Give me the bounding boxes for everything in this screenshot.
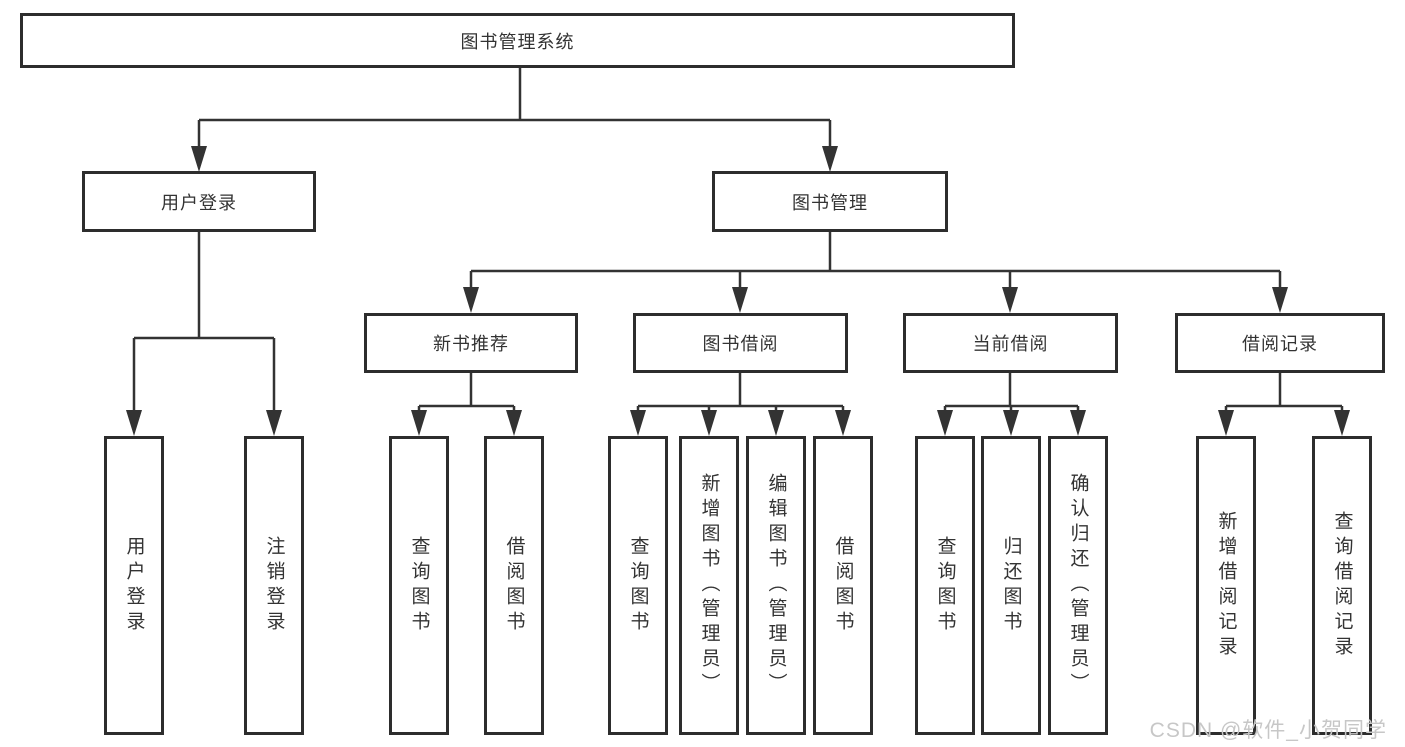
leaf-label: 新增图书（管理员）	[698, 473, 720, 698]
node-label: 新书推荐	[433, 334, 509, 354]
leaf-add-books-admin: 新增图书（管理员）	[679, 436, 739, 735]
leaf-logout: 注销登录	[244, 436, 304, 735]
connector-root-to-level2	[197, 68, 832, 162]
leaf-query-borrow-record: 查询借阅记录	[1312, 436, 1372, 735]
leaf-label: 查询借阅记录	[1331, 510, 1353, 661]
leaf-label: 确认归还（管理员）	[1067, 473, 1089, 698]
arrowheads-current-leaves	[937, 410, 1086, 436]
connector-recommend-to-leaves	[417, 373, 516, 426]
node-label: 用户登录	[161, 192, 237, 213]
node-label: 图书借阅	[702, 334, 779, 354]
node-label: 图书管理系统	[460, 31, 575, 52]
arrowheads-login-leaves	[126, 410, 282, 436]
node-user-login: 用户登录	[82, 171, 316, 232]
node-label: 图书管理	[792, 192, 868, 213]
arrowheads-level2	[191, 146, 838, 172]
connector-borrow-to-leaves	[636, 373, 845, 426]
node-label: 借阅记录	[1242, 334, 1318, 354]
leaf-query-books-borrow: 查询图书	[608, 436, 668, 735]
leaf-label: 借阅图书	[503, 535, 525, 636]
node-library-system: 图书管理系统	[20, 13, 1015, 68]
leaf-user-login: 用户登录	[104, 436, 164, 735]
csdn-watermark: CSDN @软件_小贺同学	[1149, 719, 1387, 742]
leaf-label: 新增借阅记录	[1215, 510, 1237, 661]
connector-current-to-leaves	[943, 373, 1080, 426]
leaf-label: 查询图书	[627, 535, 649, 636]
connector-records-to-leaves	[1224, 373, 1344, 426]
arrowheads-borrow-leaves	[630, 410, 851, 436]
leaf-label: 查询图书	[408, 535, 430, 636]
node-book-management: 图书管理	[712, 171, 948, 232]
node-current-borrow: 当前借阅	[903, 313, 1118, 373]
leaf-confirm-return-admin: 确认归还（管理员）	[1048, 436, 1108, 735]
node-label: 当前借阅	[972, 334, 1049, 354]
arrowheads-recommend-leaves	[411, 410, 522, 436]
arrowheads-level3	[463, 287, 1288, 313]
leaf-label: 查询图书	[934, 535, 956, 636]
connector-userlogin-to-leaves	[132, 232, 276, 426]
leaf-label: 归还图书	[1000, 535, 1022, 636]
node-borrow-records: 借阅记录	[1175, 313, 1385, 373]
leaf-label: 注销登录	[263, 535, 285, 636]
leaf-borrow-books-recommend: 借阅图书	[484, 436, 544, 735]
arrowheads-records-leaves	[1218, 410, 1350, 436]
leaf-label: 用户登录	[123, 535, 145, 636]
leaf-label: 编辑图书（管理员）	[765, 473, 787, 698]
leaf-borrow-books: 借阅图书	[813, 436, 873, 735]
leaf-label: 借阅图书	[832, 535, 854, 636]
node-book-borrow: 图书借阅	[633, 313, 848, 373]
connector-bookmgmt-to-level3	[469, 232, 1282, 303]
leaf-add-borrow-record: 新增借阅记录	[1196, 436, 1256, 735]
leaf-return-books: 归还图书	[981, 436, 1041, 735]
leaf-query-books-current: 查询图书	[915, 436, 975, 735]
leaf-edit-books-admin: 编辑图书（管理员）	[746, 436, 806, 735]
node-new-book-recommend: 新书推荐	[364, 313, 578, 373]
leaf-query-books-recommend: 查询图书	[389, 436, 449, 735]
